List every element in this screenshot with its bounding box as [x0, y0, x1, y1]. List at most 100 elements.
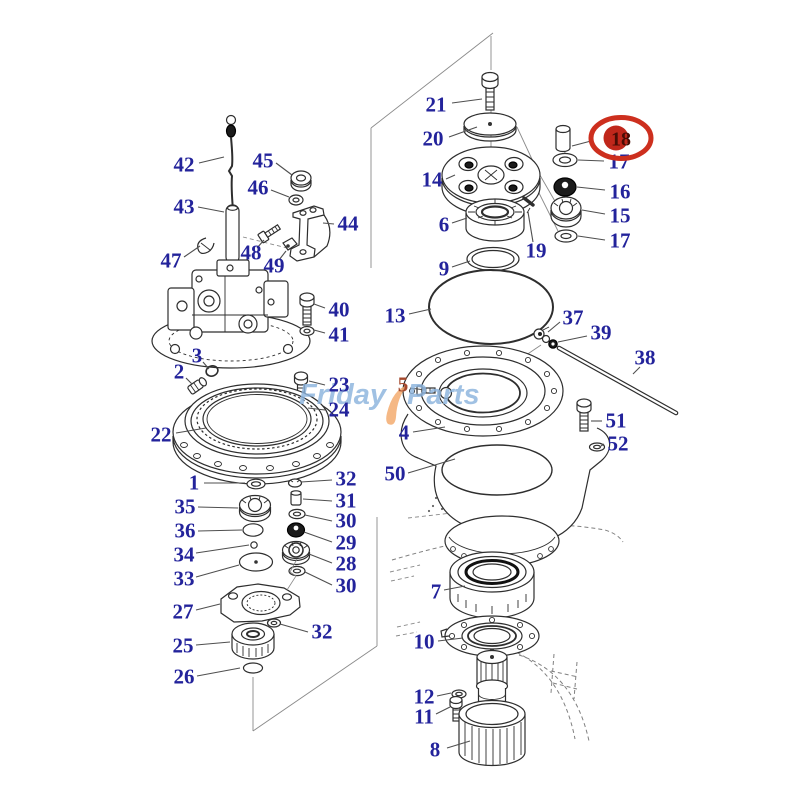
- part-label-24: 24: [328, 397, 350, 422]
- part-label-1: 1: [188, 470, 200, 495]
- part-label-25: 25: [172, 633, 194, 658]
- leader-lines: [175, 98, 641, 749]
- part-label-34: 34: [173, 542, 195, 567]
- part-44-bracket: [289, 205, 331, 262]
- part-45-cap: [290, 170, 312, 192]
- part-label-46: 46: [247, 175, 269, 200]
- part-3-o-ring: [205, 365, 219, 377]
- part-label-12: 12: [413, 684, 435, 709]
- part-30-washer-lower: [288, 565, 306, 577]
- part-label-52: 52: [607, 431, 629, 456]
- part-17-washer-lower: [554, 229, 578, 243]
- part-label-43: 43: [173, 194, 195, 219]
- part-20-disc: [463, 112, 517, 142]
- part-4-housing: [400, 345, 611, 567]
- swing-motor-assembly: [151, 259, 311, 369]
- part-label-30: 30: [335, 508, 357, 533]
- part-1-o-ring: [246, 478, 266, 490]
- part-label-41: 41: [328, 322, 350, 347]
- highlight-label: 18: [611, 129, 631, 151]
- part-51-bolt: [576, 398, 592, 432]
- part-label-44: 44: [337, 211, 359, 236]
- part-label-40: 40: [328, 297, 350, 322]
- part-label-35: 35: [174, 494, 196, 519]
- part-label-37: 37: [562, 305, 584, 330]
- part-22-ring-gear: [172, 383, 342, 485]
- highlight-disc: [603, 125, 629, 151]
- part-33-disc: [238, 552, 274, 572]
- part-label-13: 13: [384, 303, 406, 328]
- part-13-o-ring: [428, 269, 554, 345]
- part-label-38: 38: [634, 345, 656, 370]
- part-49-clamp: [282, 237, 298, 251]
- part-41-washer: [299, 325, 315, 337]
- part-26-plug: [242, 662, 264, 674]
- part-label-8: 8: [429, 737, 441, 762]
- part-label-49: 49: [263, 253, 285, 278]
- part-label-32: 32: [311, 619, 333, 644]
- part-label-36: 36: [174, 518, 196, 543]
- part-label-15: 15: [609, 203, 631, 228]
- part-label-22: 22: [150, 422, 172, 447]
- part-label-5: 5: [397, 372, 409, 397]
- part-label-6: 6: [438, 212, 450, 237]
- part-label-33: 33: [173, 566, 195, 591]
- part-46-grommet: [288, 194, 304, 206]
- part-11-bolt: [449, 695, 463, 722]
- part-label-30: 30: [335, 573, 357, 598]
- part-25-bearing: [231, 622, 275, 660]
- part-label-11: 11: [414, 704, 434, 729]
- part-label-31: 31: [335, 488, 357, 513]
- part-label-39: 39: [590, 320, 612, 345]
- part-label-3: 3: [191, 343, 203, 368]
- part-label-16: 16: [609, 179, 631, 204]
- highlight-ring: [588, 115, 654, 161]
- part-21-bolt: [481, 71, 499, 111]
- part-27-plate: [220, 583, 301, 623]
- part-label-20: 20: [422, 126, 444, 151]
- part-label-26: 26: [173, 664, 195, 689]
- part-48-bolt: [257, 223, 282, 244]
- part-28-gear-nut: [281, 540, 311, 566]
- part-40-bolt: [299, 292, 315, 326]
- part-50-o-ring: [441, 444, 553, 496]
- part-label-21: 21: [425, 92, 447, 117]
- part-42-dipstick: [225, 114, 237, 211]
- part-label-28: 28: [335, 551, 357, 576]
- part-15-nut: [550, 196, 582, 228]
- part-label-27: 27: [172, 599, 194, 624]
- part-label-23: 23: [328, 372, 350, 397]
- part-label-7: 7: [430, 579, 442, 604]
- part-label-17: 17: [609, 228, 631, 253]
- part-label-45: 45: [252, 148, 274, 173]
- part-52-washer: [588, 442, 606, 452]
- part-17-washer-upper: [552, 152, 578, 168]
- part-29-seal: [286, 522, 306, 538]
- part-16-seal: [553, 177, 577, 197]
- part-label-14: 14: [421, 167, 443, 192]
- axis-zigzag: [286, 558, 298, 591]
- part-39-ring: [548, 339, 558, 349]
- part-35-nut: [238, 494, 272, 523]
- part-label-19: 19: [525, 238, 547, 263]
- part-36-plug: [242, 523, 264, 537]
- part-37-fitting: [533, 326, 551, 344]
- part-47-clip: [197, 237, 215, 255]
- part-7-bearing: [449, 551, 535, 619]
- part-label-42: 42: [173, 152, 195, 177]
- part-14-coupling: [441, 146, 541, 216]
- part-34-ball: [250, 541, 258, 549]
- part-label-4: 4: [398, 420, 410, 445]
- part-31-pin: [290, 490, 302, 506]
- part-label-32: 32: [335, 466, 357, 491]
- part-38-rod: [556, 345, 679, 416]
- part-10-flange: [440, 615, 540, 657]
- part-6-bearing: [465, 198, 525, 242]
- part-label-51: 51: [605, 408, 627, 433]
- part-label-2: 2: [173, 359, 185, 384]
- part-18-pin: [555, 124, 571, 153]
- part-label-48: 48: [240, 240, 262, 265]
